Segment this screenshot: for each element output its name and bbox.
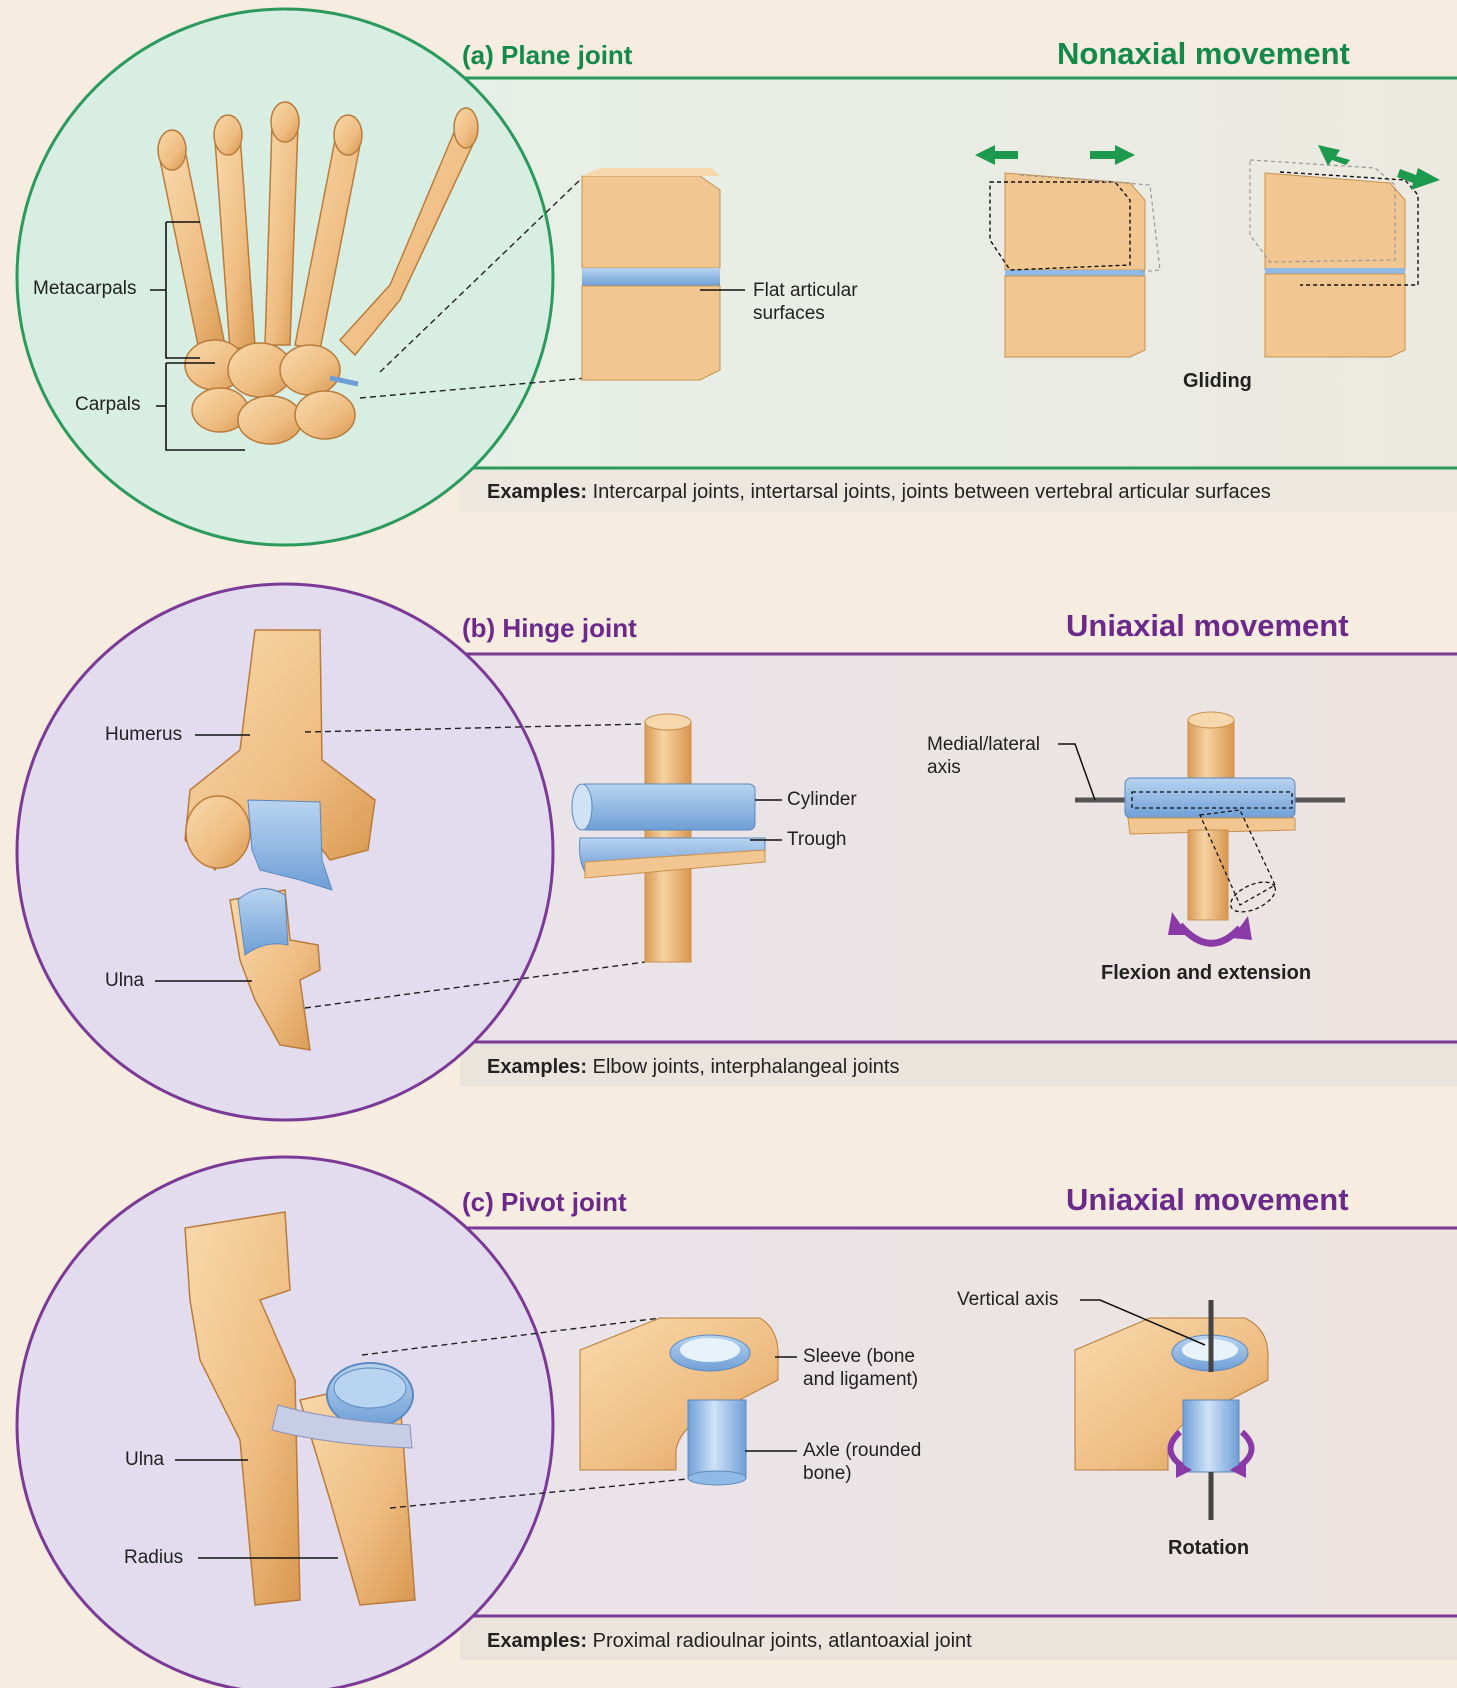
trough-label: Trough — [787, 829, 847, 852]
hinge-movement-title: Uniaxial movement — [1066, 608, 1349, 644]
medial-lateral-axis-label: Medial/lateral axis — [927, 734, 1067, 780]
axle-label: Axle (rounded bone) — [803, 1440, 953, 1486]
vertical-axis-label: Vertical axis — [957, 1289, 1058, 1312]
cylinder-label: Cylinder — [787, 789, 857, 812]
hinge-examples-label: Examples: — [487, 1056, 587, 1078]
plane-examples: Examples: Intercarpal joints, intertarsa… — [487, 481, 1271, 504]
flat-surfaces-label: Flat articular surfaces — [753, 280, 873, 326]
pivot-examples: Examples: Proximal radioulnar joints, at… — [487, 1630, 972, 1653]
pivot-movement-title: Uniaxial movement — [1066, 1182, 1349, 1218]
pivot-examples-text: Proximal radioulnar joints, atlantoaxial… — [593, 1630, 972, 1652]
humerus-label: Humerus — [105, 724, 182, 747]
radius-label: Radius — [124, 1547, 183, 1570]
metacarpals-label: Metacarpals — [33, 278, 137, 301]
ulna-label-c: Ulna — [125, 1449, 164, 1472]
rotation-caption: Rotation — [1168, 1537, 1249, 1560]
hinge-examples: Examples: Elbow joints, interphalangeal … — [487, 1056, 899, 1079]
gliding-caption: Gliding — [1183, 370, 1252, 393]
sleeve-label: Sleeve (bone and ligament) — [803, 1346, 933, 1392]
pivot-examples-label: Examples: — [487, 1630, 587, 1652]
plane-blocks-diagram — [582, 168, 720, 380]
plane-title: (a) Plane joint — [462, 40, 632, 71]
plane-examples-label: Examples: — [487, 481, 587, 503]
pivot-title: (c) Pivot joint — [462, 1187, 627, 1218]
gliding-block-left — [990, 173, 1160, 357]
carpals-label: Carpals — [75, 394, 140, 417]
flexion-caption: Flexion and extension — [1101, 962, 1311, 985]
plane-movement-title: Nonaxial movement — [1057, 36, 1350, 72]
hinge-title: (b) Hinge joint — [462, 613, 637, 644]
gliding-block-right — [1250, 160, 1418, 357]
ulna-label-b: Ulna — [105, 970, 144, 993]
plane-examples-text: Intercarpal joints, intertarsal joints, … — [593, 481, 1271, 503]
pivot-band — [400, 1226, 1457, 1616]
hinge-examples-text: Elbow joints, interphalangeal joints — [593, 1056, 900, 1078]
